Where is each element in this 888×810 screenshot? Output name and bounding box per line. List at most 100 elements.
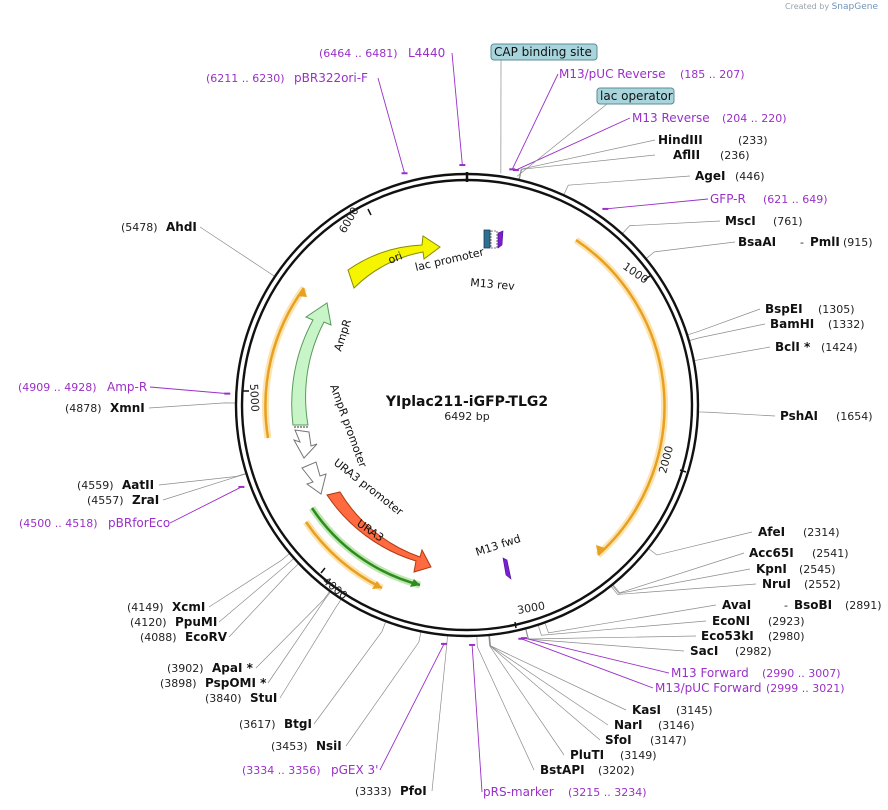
gfp-arc — [575, 238, 666, 556]
enzyme-name: HindIII — [658, 133, 703, 147]
enzyme-leader-line — [687, 308, 761, 336]
enzyme-site-kasi[interactable]: KasI(3145) — [632, 703, 713, 717]
enzyme-name: Acc65I — [749, 546, 794, 560]
primer-position: (6211 .. 6230) — [206, 72, 285, 85]
primer-gfp-r[interactable]: GFP-R(621 .. 649) — [710, 192, 828, 206]
primer-m13-forward[interactable]: M13 Forward(2990 .. 3007) — [671, 666, 841, 680]
lower-arc — [304, 521, 383, 590]
primer-pbrforeco[interactable]: pBRforEco(4500 .. 4518) — [19, 516, 170, 530]
enzyme-site-pfoi[interactable]: PfoI(3333) — [355, 784, 427, 798]
enzyme-name: EcoNI — [712, 614, 750, 628]
enzyme-name: EcoRV — [185, 630, 228, 644]
enzyme-site-sfoi[interactable]: SfoI(3147) — [605, 733, 687, 747]
enzyme-position: (3146) — [658, 719, 695, 732]
enzyme-site-acc65i[interactable]: Acc65I(2541) — [749, 546, 849, 560]
feature-box — [596, 87, 675, 105]
enzyme-site-stui[interactable]: StuI(3840) — [205, 691, 277, 705]
tick-6000-mark — [367, 208, 372, 216]
enzyme-leader-line — [345, 632, 422, 747]
enzyme-name: AgeI — [695, 169, 725, 183]
enzyme-site-bcli[interactable]: BclI *(1424) — [775, 340, 858, 354]
enzyme-site-nrui[interactable]: NruI(2552) — [762, 577, 841, 591]
enzyme-site-nsii[interactable]: NsiI(3453) — [271, 739, 342, 753]
enzyme-site-hindiii[interactable]: HindIII (233) — [658, 133, 768, 147]
primer-amp-r[interactable]: Amp-R(4909 .. 4928) — [18, 380, 147, 394]
snapgene-logo: SnapGene — [831, 2, 878, 12]
enzyme-position: (915) — [843, 236, 873, 249]
enzyme-site-saci[interactable]: SacI(2982) — [690, 644, 772, 658]
enzyme-site-bstapi[interactable]: BstAPI(3202) — [540, 763, 635, 777]
primer-name: pGEX 3' — [331, 763, 378, 777]
enzyme-position: (3898) — [160, 677, 197, 690]
enzyme-site-bspei[interactable]: BspEI(1305) — [765, 302, 855, 316]
enzyme-name: AvaI — [722, 598, 751, 612]
enzyme-site-aatii[interactable]: AatII(4559) — [77, 478, 154, 492]
primer-name: GFP-R — [710, 192, 746, 206]
ampr-label: AmpR — [331, 317, 354, 353]
enzyme-position: (233) — [738, 134, 768, 147]
enzyme-position: (3333) — [355, 785, 392, 798]
enzyme-site-ecorv[interactable]: EcoRV(4088) — [140, 630, 228, 644]
cap-site-feature — [483, 229, 491, 249]
enzyme-site-bamhi[interactable]: BamHI(1332) — [770, 317, 865, 331]
enzyme-site-xcmi[interactable]: XcmI(4149) — [127, 600, 205, 614]
enzyme-site-aflii[interactable]: AflII(236) — [673, 148, 750, 162]
m13-rev-feature — [497, 230, 504, 249]
enzyme-site-eco53ki[interactable]: Eco53kI(2980) — [701, 629, 805, 643]
ori-feature — [347, 235, 441, 289]
plasmid-name: YIplac211-iGFP-TLG2 — [385, 394, 548, 410]
enzyme-site-pspomi[interactable]: PspOMI * (3898) — [160, 676, 267, 690]
m13-fwd-feature — [502, 557, 512, 580]
enzyme-name: SacI — [690, 644, 718, 658]
enzyme-site-afei[interactable]: AfeI(2314) — [758, 525, 840, 539]
primer-m13-puc-forward[interactable]: M13/pUC Forward(2999 .. 3021) — [655, 681, 845, 695]
enzyme-leader-line — [218, 558, 294, 623]
site-labels: HindIII (233)AflII(236) AgeI(446) MscI(761)… — [18, 43, 882, 799]
enzyme-name: PspOMI * — [205, 676, 267, 690]
primer-m13-reverse[interactable]: M13 Reverse(204 .. 220) — [632, 111, 787, 125]
enzyme-site-agei[interactable]: AgeI(446) — [695, 169, 765, 183]
ura3-arc-head — [410, 579, 420, 587]
primer-l4440[interactable]: L4440(6464 .. 6481) — [319, 46, 445, 60]
enzyme-site-avai[interactable]: AvaI-BsoBI(2891) — [722, 598, 882, 612]
enzyme-site-bsaai[interactable]: BsaAI-PmlI(915) — [738, 235, 873, 249]
enzyme-leader-line — [489, 635, 627, 711]
enzyme-name: AfeI — [758, 525, 785, 539]
primer-leader-line — [379, 643, 445, 771]
enzyme-leader-line — [694, 346, 771, 361]
gfp-arc-halo — [574, 237, 668, 558]
gfp-arc-head — [596, 545, 605, 555]
enzyme-site-btgi[interactable]: BtgI(3617) — [239, 717, 312, 731]
enzyme-leader-line — [689, 323, 766, 341]
enzyme-leader-line — [199, 226, 275, 277]
enzyme-site-zrai[interactable]: ZraI(4557) — [87, 493, 159, 507]
primer-pbr322ori-f[interactable]: pBR322ori-F(6211 .. 6230) — [206, 71, 368, 85]
primer-leader-line — [521, 638, 654, 689]
primer-m13-puc-reverse[interactable]: M13/pUC Reverse(185 .. 207) — [559, 67, 745, 81]
primer-prs-marker[interactable]: pRS-marker(3215 .. 3234) — [483, 785, 647, 799]
enzyme-site-nari[interactable]: NarI(3146) — [614, 718, 695, 732]
enzyme-leader-line — [279, 599, 342, 699]
primer-name: M13/pUC Reverse — [559, 67, 666, 81]
enzyme-leader-line — [518, 139, 656, 179]
primer-name: M13 Forward — [671, 666, 749, 680]
enzyme-site-ahdi[interactable]: AhdI(5478) — [121, 220, 197, 234]
enzyme-site-xmni[interactable]: XmnI(4878) — [65, 401, 145, 415]
primer-pgex-3[interactable]: pGEX 3'(3334 .. 3356) — [242, 763, 378, 777]
primer-leader-line — [451, 52, 463, 166]
enzyme-site-pshai[interactable]: PshAI(1654) — [780, 409, 873, 423]
enzyme-leader-line — [162, 473, 246, 501]
enzyme-site-kpni[interactable]: KpnI(2545) — [756, 562, 836, 576]
leader-lines — [148, 52, 776, 793]
tick-1000-mark — [643, 275, 651, 281]
feature-box-lac-operator[interactable]: lac operator — [596, 87, 675, 105]
enzyme-leader-line — [431, 636, 448, 792]
enzyme-position: (3202) — [598, 764, 635, 777]
feature-box-cap-binding-site[interactable]: CAP binding site — [490, 43, 598, 61]
enzyme-site-apai[interactable]: ApaI *(3902) — [167, 661, 254, 675]
enzyme-site-ppumi[interactable]: PpuMI(4120) — [130, 615, 217, 629]
ampr-promoter-feature — [292, 429, 318, 459]
enzyme-site-msci[interactable]: MscI(761) — [725, 214, 803, 228]
enzyme-site-econi[interactable]: EcoNI(2923) — [712, 614, 805, 628]
enzyme-site-pluti[interactable]: PluTI(3149) — [570, 748, 657, 762]
